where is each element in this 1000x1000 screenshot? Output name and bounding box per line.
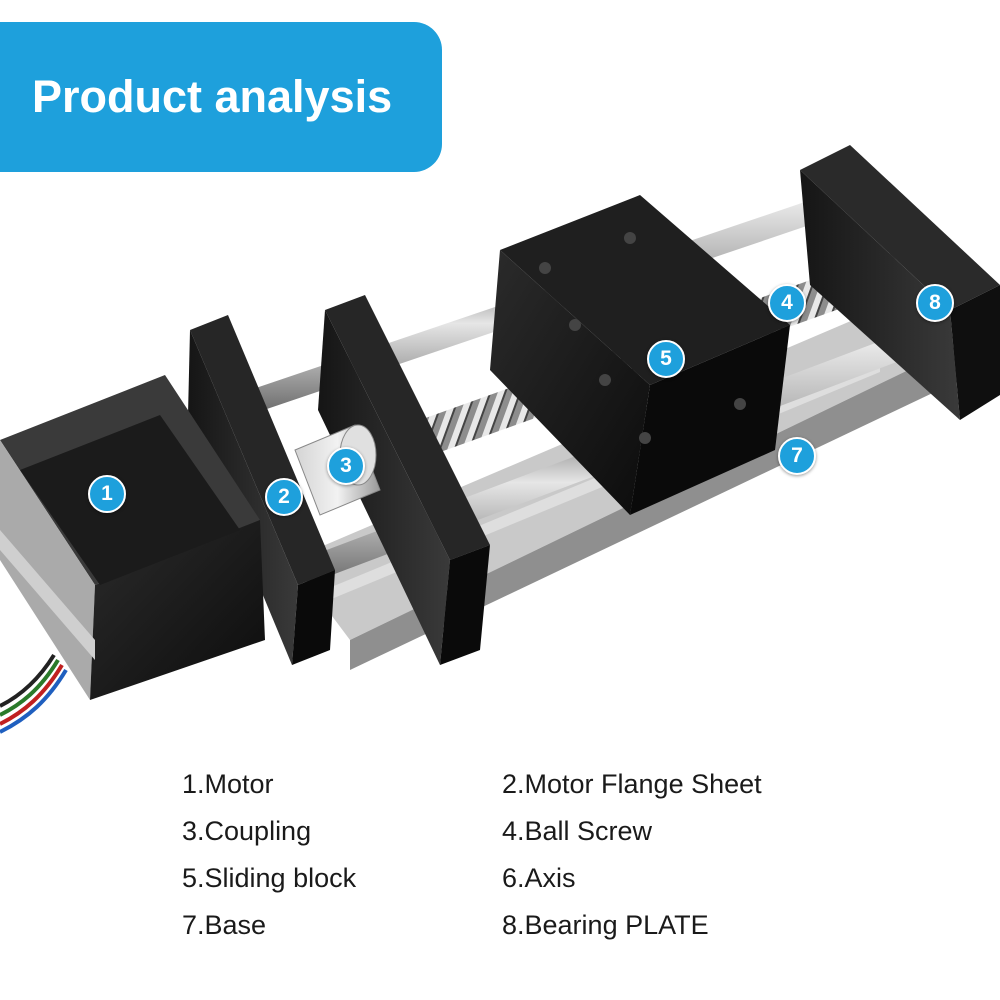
marker-8: 8 (916, 284, 954, 322)
legend-base: 7.Base (182, 910, 267, 940)
page-title: Product analysis (32, 71, 393, 122)
parts-legend: 1.Motor 2.Motor Flange Sheet 3.Coupling … (182, 768, 882, 941)
stepper-motor (0, 375, 265, 700)
sliding-block (490, 195, 790, 515)
linear-stage-illustration (0, 145, 1000, 734)
marker-2: 2 (265, 478, 303, 516)
marker-4: 4 (768, 284, 806, 322)
motor-wires (0, 653, 68, 734)
legend-ball-screw: 4.Ball Screw (502, 816, 653, 846)
legend-bearing-plate: 8.Bearing PLATE (502, 910, 709, 940)
marker-3: 3 (327, 447, 365, 485)
title-banner: Product analysis (0, 22, 442, 172)
legend-sliding-block: 5.Sliding block (182, 863, 357, 893)
support-block (318, 295, 490, 665)
marker-1: 1 (88, 475, 126, 513)
legend-motor-flange-sheet: 2.Motor Flange Sheet (502, 769, 762, 799)
bearing-plate (800, 145, 1000, 420)
legend-axis: 6.Axis (502, 863, 576, 893)
marker-5: 5 (647, 340, 685, 378)
marker-7: 7 (778, 437, 816, 475)
legend-coupling: 3.Coupling (182, 816, 312, 846)
legend-motor: 1.Motor (182, 769, 274, 799)
